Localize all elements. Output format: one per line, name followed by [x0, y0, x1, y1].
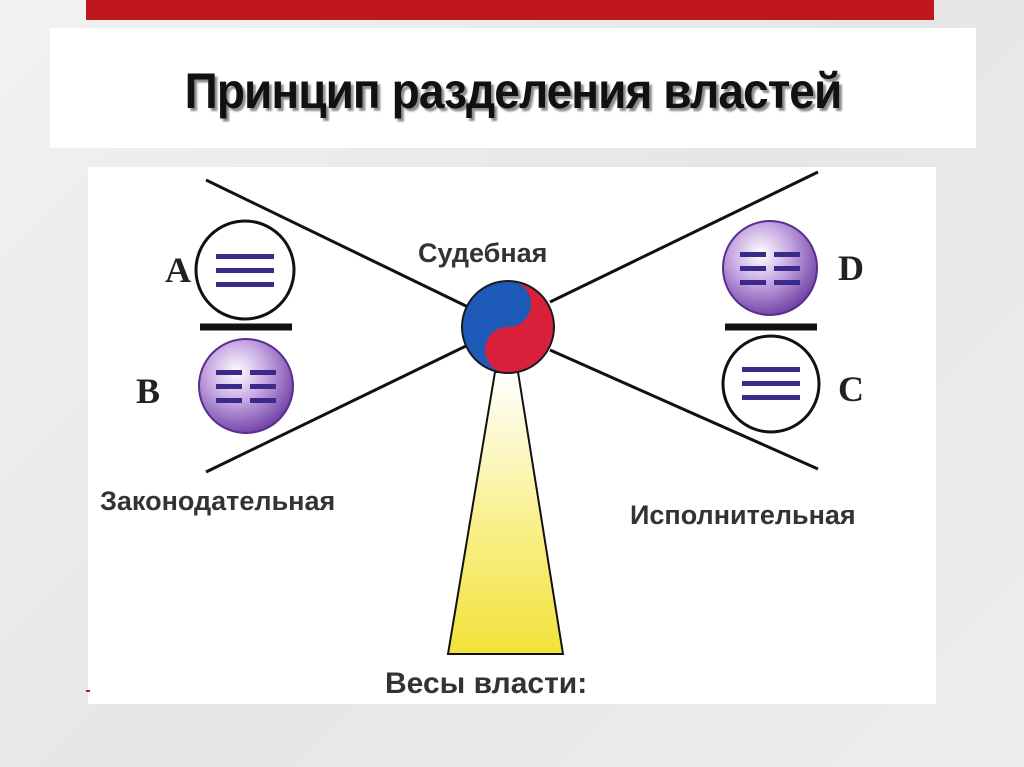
line-upper-left: [205, 178, 469, 309]
trigram-c-icon: [721, 334, 821, 434]
label-executive: Исполнительная: [630, 500, 856, 530]
label-judicial: Судебная: [418, 238, 547, 268]
letter-a: A: [165, 250, 191, 290]
scales-beam: [446, 371, 565, 655]
yin-yang-icon: [461, 280, 555, 374]
diagram-panel: A B D C Судебная Законодательная Исполни…: [88, 167, 936, 704]
line-lower-right: [549, 348, 819, 471]
letter-c: C: [838, 369, 864, 409]
top-accent-bar: [86, 0, 934, 20]
letter-d: D: [838, 248, 864, 288]
letter-b: B: [136, 371, 160, 411]
label-legislative: Законодательная: [100, 486, 335, 516]
trigram-b-icon: [198, 338, 294, 434]
label-scales: Весы власти:: [385, 667, 587, 700]
line-lower-left: [205, 343, 469, 474]
title-panel: Принцип разделения властей: [50, 28, 976, 148]
trigram-a-icon: [194, 219, 296, 321]
trigram-d-icon: [722, 220, 818, 316]
slide-marker: [86, 690, 90, 692]
line-upper-right: [549, 170, 819, 304]
page-title: Принцип разделения властей: [184, 63, 843, 119]
separation-of-powers-diagram: A B D C Судебная Законодательная Исполни…: [100, 170, 864, 700]
